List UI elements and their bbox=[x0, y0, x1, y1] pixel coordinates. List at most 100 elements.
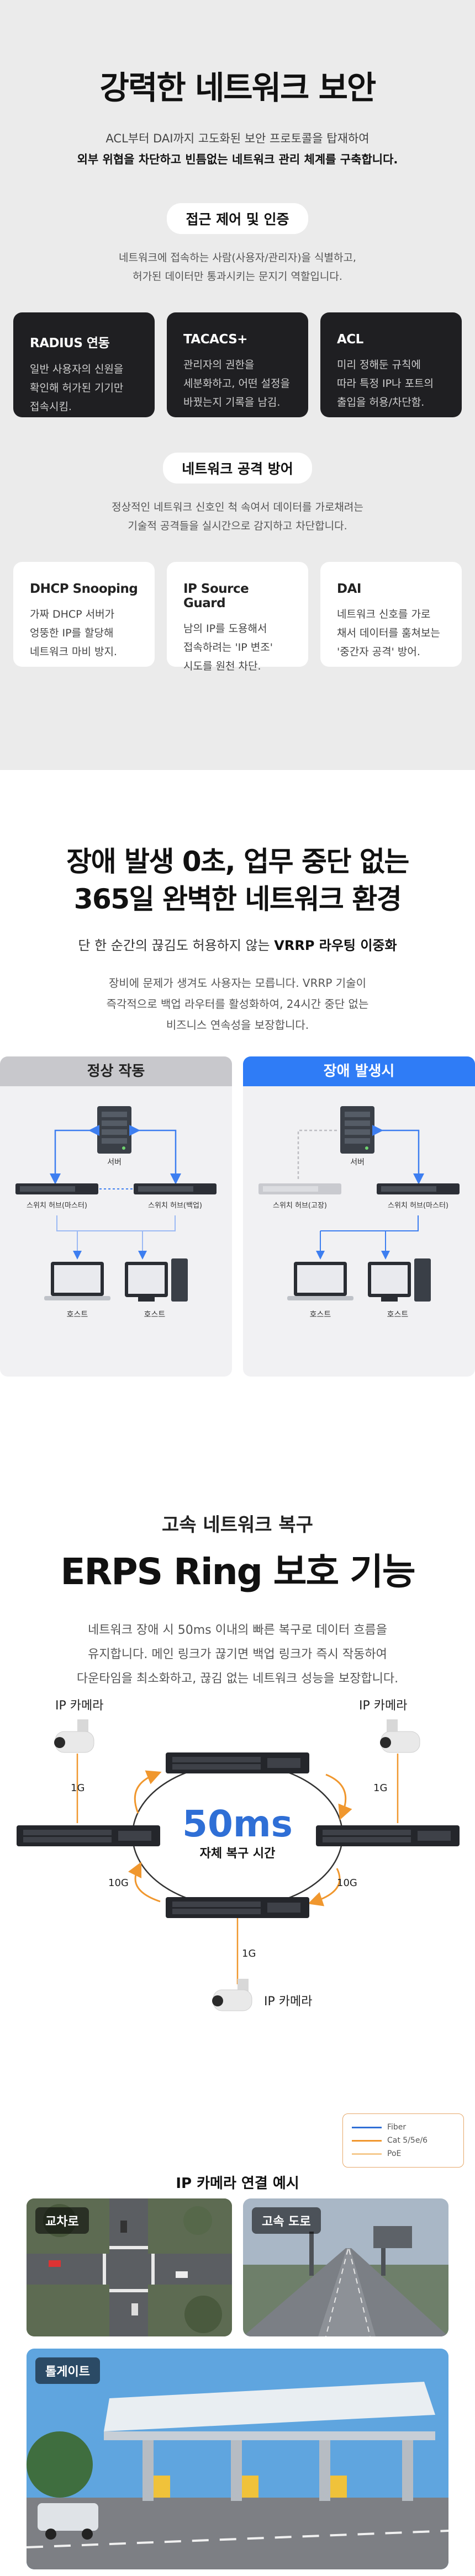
server-icon bbox=[340, 1106, 374, 1154]
switch-master-icon bbox=[15, 1183, 98, 1194]
security-title: 강력한 네트워크 보안 bbox=[99, 69, 377, 107]
erps-eyebrow: 고속 네트워크 복구 bbox=[162, 1514, 313, 1536]
legend-swatch bbox=[352, 2126, 382, 2128]
switch-left-label: 스위치 허브(고장) bbox=[273, 1202, 327, 1210]
vrrp-desc: 장비에 문제가 생겨도 사용자는 모릅니다. VRRP 기술이 즉각적으로 백업… bbox=[0, 973, 475, 1035]
photo-crossroad: 교차로 bbox=[27, 2198, 232, 2336]
vrrp-tag-prefix: 단 한 순간의 끊김도 허용하지 않는 bbox=[78, 938, 270, 953]
access-control-desc-line2: 허가된 데이터만 통과시키는 문지기 역할입니다. bbox=[133, 270, 342, 283]
ring-switch-right-icon bbox=[316, 1825, 460, 1846]
legend-label: Cat 5/5e/6 bbox=[387, 2136, 428, 2145]
host-left-label: 호스트 bbox=[67, 1310, 88, 1319]
ring-switch-top-icon bbox=[166, 1752, 309, 1773]
erps-ring-diagram: 50ms 자체 복구 시간 bbox=[17, 1699, 460, 2011]
legend-label: Fiber bbox=[387, 2123, 407, 2132]
erps-desc-line2: 유지합니다. 메인 링크가 끊기면 백업 링크가 즉시 작동하여 bbox=[88, 1648, 387, 1661]
switch-master-icon bbox=[377, 1183, 460, 1194]
card-title: DHCP Snooping bbox=[30, 582, 138, 596]
vrrp-desc-line3: 비즈니스 연속성을 보장합니다. bbox=[166, 1018, 309, 1032]
recovery-time-value: 50ms bbox=[182, 1803, 293, 1845]
ring-switch-bottom-icon bbox=[166, 1897, 309, 1918]
desktop-icon bbox=[368, 1258, 431, 1302]
normal-operation-panel: 정상 작동 서버 bbox=[0, 1056, 232, 1377]
switch-right-label: 스위치 허브(백업) bbox=[148, 1202, 202, 1210]
vrrp-desc-line1: 장비에 문제가 생겨도 사용자는 모릅니다. VRRP 기술이 bbox=[108, 976, 367, 990]
access-control-desc: 네트워크에 접속하는 사람(사용자/관리자)을 식별하고, 허가된 데이터만 통… bbox=[0, 248, 475, 286]
camera-right-label: IP 카메라 bbox=[359, 1699, 407, 1713]
photo-label-crossroad: 교차로 bbox=[35, 2207, 89, 2234]
failure-head: 장애 발생시 bbox=[243, 1056, 475, 1086]
ring-right-label: 10G bbox=[337, 1877, 357, 1889]
server-icon bbox=[97, 1106, 131, 1154]
switch-backup-icon bbox=[134, 1183, 217, 1194]
security-lead: ACL부터 DAI까지 고도화된 보안 프로토콜을 탑재하여 외부 위협을 차단… bbox=[0, 128, 475, 170]
access-control-pill: 접근 제어 및 인증 bbox=[167, 203, 308, 234]
camera-bottom-label: IP 카메라 bbox=[264, 1995, 312, 2009]
card-title: IP Source Guard bbox=[183, 582, 249, 610]
link-bottom-label: 1G bbox=[242, 1948, 256, 1959]
switch-right-label: 스위치 허브(마스터) bbox=[388, 1202, 448, 1210]
photos-title: IP 카메라 연결 예시 bbox=[176, 2175, 299, 2192]
tollgate-image bbox=[27, 2349, 448, 2569]
card-title: ACL bbox=[337, 332, 363, 347]
erps-desc-line3: 다운타임을 최소화하고, 끊김 없는 네트워크 성능을 보장합니다. bbox=[76, 1672, 399, 1686]
cable-legend: Fiber Cat 5/5e/6 PoE bbox=[342, 2113, 464, 2168]
vrrp-tagline: 단 한 순간의 끊김도 허용하지 않는 VRRP 라우팅 이중화 bbox=[0, 934, 475, 954]
host-right-label: 호스트 bbox=[387, 1310, 409, 1319]
access-control-desc-line1: 네트워크에 접속하는 사람(사용자/관리자)을 식별하고, bbox=[119, 252, 356, 264]
vrrp-desc-line2: 즉각적으로 백업 라우터를 활성화하여, 24시간 중단 없는 bbox=[106, 997, 369, 1011]
camera-left-icon bbox=[54, 1719, 94, 1753]
attack-defense-desc-line1: 정상적인 네트워크 신호인 척 속여서 데이터를 가로채려는 bbox=[112, 501, 363, 513]
link-right-label: 1G bbox=[373, 1782, 387, 1794]
legend-swatch bbox=[352, 2153, 382, 2155]
ring-switch-left-icon bbox=[17, 1825, 160, 1846]
attack-defense-pill: 네트워크 공격 방어 bbox=[163, 453, 312, 484]
server-label: 서버 bbox=[350, 1158, 365, 1167]
vrrp-title-line1: 장애 발생 0초, 업무 중단 없는 bbox=[66, 846, 409, 878]
security-section: 강력한 네트워크 보안 ACL부터 DAI까지 고도화된 보안 프로토콜을 탑재… bbox=[0, 0, 475, 770]
vrrp-section: 장애 발생 0초, 업무 중단 없는 365일 완벽한 네트워크 환경 단 한 … bbox=[0, 770, 475, 1438]
card-title: DAI bbox=[337, 582, 361, 596]
legend-item: Cat 5/5e/6 bbox=[352, 2134, 455, 2147]
attack-defense-desc-line2: 기술적 공격들을 실시간으로 감지하고 차단합니다. bbox=[128, 520, 347, 532]
vrrp-tag-bold: VRRP 라우팅 이중화 bbox=[274, 938, 397, 953]
desktop-icon bbox=[125, 1258, 188, 1302]
access-control-group: 접근 제어 및 인증 네트워크에 접속하는 사람(사용자/관리자)을 식별하고,… bbox=[0, 203, 475, 417]
failure-diagram: 서버 스위치 허브(고장) 스위치 허브(마스터) bbox=[258, 1106, 460, 1319]
photo-highway: 고속 도로 bbox=[243, 2198, 448, 2336]
laptop-icon bbox=[287, 1262, 353, 1300]
camera-bottom-icon bbox=[212, 1979, 252, 2011]
card-title: TACACS+ bbox=[183, 332, 248, 347]
erps-title: ERPS Ring 보호 기능 bbox=[60, 1550, 415, 1593]
erps-desc-line1: 네트워크 장애 시 50ms 이내의 빠른 복구로 데이터 흐름을 bbox=[88, 1623, 387, 1637]
link-left-label: 1G bbox=[71, 1782, 85, 1794]
erps-section: 고속 네트워크 복구 ERPS Ring 보호 기능 네트워크 장애 시 50m… bbox=[0, 1438, 475, 2576]
legend-item: Fiber bbox=[352, 2121, 455, 2134]
vrrp-title-line2: 365일 완벽한 네트워크 환경 bbox=[73, 883, 402, 915]
attack-defense-desc: 정상적인 네트워크 신호인 척 속여서 데이터를 가로채려는 기술적 공격들을 … bbox=[0, 498, 475, 535]
vrrp-diagrams: 정상 작동 서버 bbox=[0, 1056, 475, 1377]
photo-label-tollgate: 톨게이트 bbox=[35, 2357, 100, 2384]
normal-operation-diagram: 서버 스위치 허브(마스터) 스위치 허브(백업) bbox=[15, 1106, 217, 1319]
switch-left-label: 스위치 허브(마스터) bbox=[27, 1202, 87, 1210]
server-label: 서버 bbox=[107, 1158, 122, 1167]
camera-right-icon bbox=[380, 1719, 420, 1753]
ring-left-label: 10G bbox=[108, 1877, 129, 1889]
erps-desc: 네트워크 장애 시 50ms 이내의 빠른 복구로 데이터 흐름을 유지합니다.… bbox=[0, 1618, 475, 1691]
camera-left-label: IP 카메라 bbox=[55, 1699, 103, 1713]
security-lead-line1: ACL부터 DAI까지 고도화된 보안 프로토콜을 탑재하여 bbox=[105, 132, 370, 145]
laptop-icon bbox=[44, 1262, 110, 1300]
vrrp-title: 장애 발생 0초, 업무 중단 없는 365일 완벽한 네트워크 환경 bbox=[0, 843, 475, 918]
